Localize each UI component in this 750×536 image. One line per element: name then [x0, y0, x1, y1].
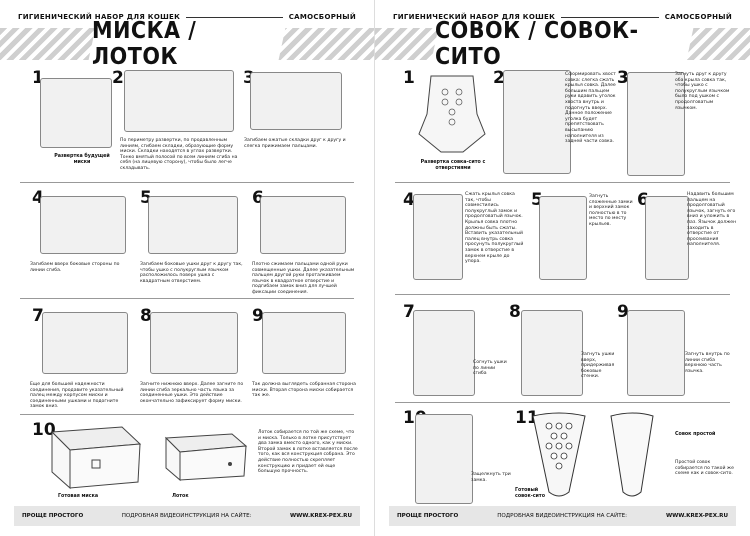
- right-page: ГИГИЕНИЧЕСКИЙ НАБОР ДЛЯ КОШЕК САМОСБОРНЫ…: [375, 0, 750, 536]
- step-number: 9: [617, 302, 629, 322]
- step-number: 1: [403, 68, 415, 88]
- finished-scoop-sieve-illustration: [532, 412, 586, 497]
- step-9-image: [262, 312, 346, 374]
- header-right-text: САМОСБОРНЫЙ: [288, 13, 356, 21]
- tray-illustration: [164, 433, 248, 482]
- footer-video-note: ПОДРОБНАЯ ВИДЕОИНСТРУКЦИЯ НА САЙТЕ:: [497, 513, 628, 519]
- footer: ПРОЩЕ ПРОСТОГО ПОДРОБНАЯ ВИДЕОИНСТРУКЦИЯ…: [14, 506, 360, 526]
- footer-url[interactable]: WWW.KREX-PEX.RU: [289, 513, 352, 519]
- step-number: 5: [140, 188, 152, 208]
- left-page: ГИГИЕНИЧЕСКИЙ НАБОР ДЛЯ КОШЕК САМОСБОРНЫ…: [0, 0, 375, 536]
- step-number: 4: [403, 190, 415, 210]
- step-text: Загнуть друг к другу оба крыла совка так…: [675, 72, 730, 111]
- step-caption: Готовый совок-сито: [515, 488, 545, 499]
- step-5-image: [539, 196, 587, 280]
- step-8-image: [521, 310, 583, 396]
- step-number: 7: [403, 302, 415, 322]
- step-number: 5: [531, 190, 543, 210]
- step-6-image: [645, 196, 689, 280]
- step-text: Сжать крылья совка так, чтобы совместили…: [465, 192, 524, 265]
- step-text: Загнуть ушки вверх, придерживая боковые …: [581, 352, 615, 380]
- step-10-image: [415, 414, 473, 504]
- step-text: По периметру развертки, по продавленным …: [120, 138, 238, 171]
- step-3-image: [250, 72, 342, 130]
- step-text: Загнуть сложенные замки и верхний замок …: [589, 194, 633, 227]
- step-number: 11: [515, 408, 539, 428]
- step-text: Сформировать хвост совка: слегка сжать к…: [565, 72, 616, 145]
- step-number: 8: [140, 306, 152, 326]
- footer-slogan: ПРОЩЕ ПРОСТОГО: [397, 513, 459, 519]
- step-text: Лоток собирается по той же схеме, что и …: [258, 430, 358, 475]
- step-number: 2: [112, 68, 124, 88]
- header-left-text: ГИГИЕНИЧЕСКИЙ НАБОР ДЛЯ КОШЕК: [393, 13, 556, 21]
- step-number: 7: [32, 306, 44, 326]
- step-number: 3: [617, 68, 629, 88]
- step-text: Защелкнуть три замка.: [471, 472, 511, 483]
- step-number: 3: [243, 68, 255, 88]
- step-number: 6: [637, 190, 649, 210]
- bowl-caption: Готовая миска: [58, 494, 99, 499]
- step-7-image: [42, 312, 128, 374]
- step-caption: Развертка совка-сито с отверстиями: [420, 160, 486, 171]
- step-number: 9: [252, 306, 264, 326]
- header: ГИГИЕНИЧЕСКИЙ НАБОР ДЛЯ КОШЕК САМОСБОРНЫ…: [393, 10, 732, 24]
- step-9-image: [627, 310, 685, 396]
- header-left-text: ГИГИЕНИЧЕСКИЙ НАБОР ДЛЯ КОШЕК: [18, 13, 181, 21]
- step-number: 4: [32, 188, 44, 208]
- step-text: Загибаем боковые ушки друг к другу так, …: [140, 262, 243, 284]
- step-4-image: [413, 194, 463, 280]
- footer-url[interactable]: WWW.KREX-PEX.RU: [665, 513, 728, 519]
- step-6-image: [260, 196, 346, 254]
- step-7-image: [413, 310, 475, 396]
- step-number: 1: [32, 68, 44, 88]
- step-text: Загните нижнюю вверх. Далее загните по л…: [140, 382, 244, 404]
- step-text: Плотно сжимаем пальцами одной руки совме…: [252, 262, 355, 295]
- step-3-image: [627, 72, 685, 176]
- step-5-image: [148, 196, 238, 254]
- header-right-text: САМОСБОРНЫЙ: [664, 13, 732, 21]
- step-1-image: [40, 78, 112, 148]
- bowl-illustration: [50, 426, 142, 490]
- step-text: Согнуть ушки по линии сгиба: [473, 360, 507, 377]
- scoop-template-illustration: [418, 75, 486, 153]
- tray-caption: Лоток: [172, 494, 189, 499]
- step-text: Еще для большей надежности соединения, п…: [30, 382, 124, 410]
- step-number: 2: [493, 68, 505, 88]
- step-2-image: [124, 70, 234, 132]
- page-title: МИСКА / ЛОТОК: [88, 18, 286, 70]
- step-text: Загибаем ожатые складки друг к другу и с…: [244, 138, 346, 149]
- step-2-image: [503, 70, 571, 174]
- step-4-image: [40, 196, 126, 254]
- header: ГИГИЕНИЧЕСКИЙ НАБОР ДЛЯ КОШЕК САМОСБОРНЫ…: [18, 10, 356, 24]
- step-number: 6: [252, 188, 264, 208]
- step-8-image: [150, 312, 238, 374]
- step-text: Так должна выглядеть собранная сторона м…: [252, 382, 356, 399]
- step-number: 10: [32, 420, 56, 440]
- simple-scoop-label: Совок простой: [675, 432, 716, 437]
- footer-slogan: ПРОЩЕ ПРОСТОГО: [22, 513, 84, 519]
- footer-video-note: ПОДРОБНАЯ ВИДЕОИНСТРУКЦИЯ НА САЙТЕ:: [121, 513, 252, 519]
- step-text: Загибаем вверх боковые стороны по линии …: [30, 262, 120, 273]
- step-text: Надавить большим пальцем на продолговаты…: [687, 192, 737, 248]
- page-title: СОВОК / СОВОК-СИТО: [431, 18, 694, 70]
- step-text: Загнуть внутрь по линии сгиба верхнюю ча…: [685, 352, 730, 374]
- step-text: Простой совок собирается по такой же схе…: [675, 460, 734, 477]
- step-caption: Развертка будущей миски: [54, 154, 110, 165]
- step-number: 8: [509, 302, 521, 322]
- footer: ПРОЩЕ ПРОСТОГО ПОДРОБНАЯ ВИДЕОИНСТРУКЦИЯ…: [389, 506, 736, 526]
- simple-scoop-illustration: [610, 412, 654, 497]
